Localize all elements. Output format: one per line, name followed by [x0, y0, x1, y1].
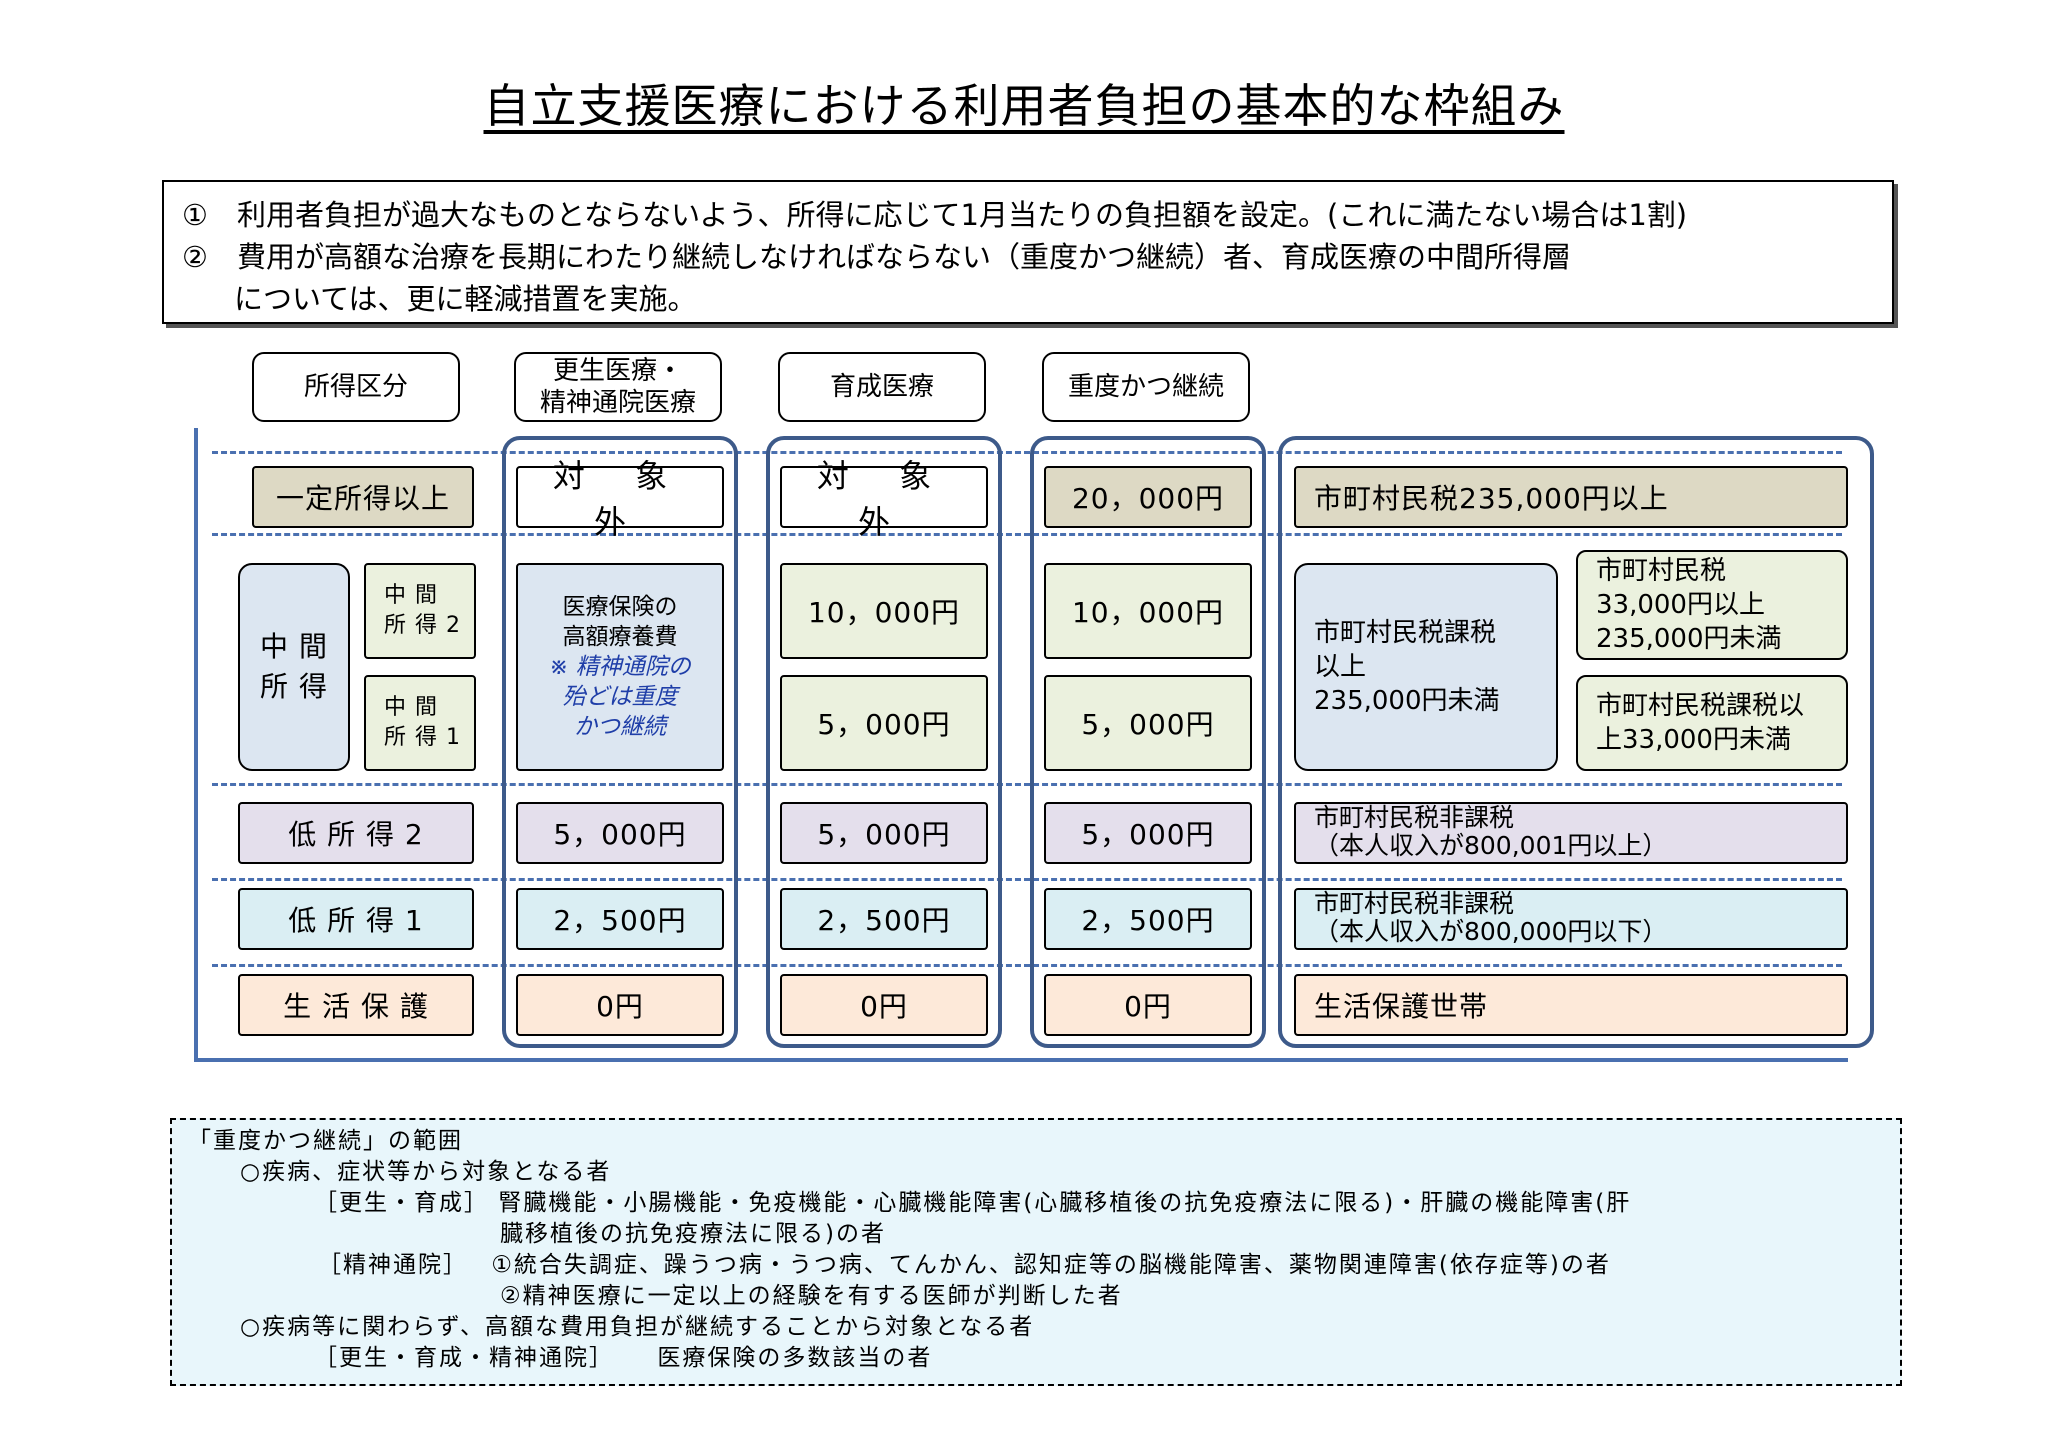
summary-note-box: ① 利用者負担が過大なものとならないよう、所得に応じて1月当たりの負担額を設定。… — [162, 180, 1894, 324]
criteria-middle-main: 市町村民税課税 以上 235,000円未満 — [1294, 563, 1558, 771]
row-separator-low1-welfare — [212, 964, 1842, 967]
column-frame-criteria — [1278, 436, 1874, 1048]
scope-kosei-text-1: 腎臓機能・小腸機能・免疫機能・心臓機能障害(心臓移植後の抗免疫療法に限る)・肝臓… — [498, 1190, 1632, 1216]
header-income-category: 所得区分 — [252, 352, 460, 422]
header-ikusei: 育成医療 — [778, 352, 986, 422]
header-ikusei-label: 育成医療 — [829, 372, 934, 402]
row-label-high-income: 一定所得以上 — [252, 466, 474, 528]
scope-item-1: ○疾病、症状等から対象となる者 — [240, 1159, 612, 1185]
row-separator-high-mid — [212, 533, 1842, 536]
chart-left-axis — [194, 428, 198, 1062]
chart-bottom-axis — [194, 1058, 1848, 1062]
scope-item-1-kosei: ［更生・育成］ 腎臓機能・小腸機能・免疫機能・心臓機能障害(心臓移植後の抗免疫療… — [188, 1188, 1900, 1219]
cell-welfare-judo: 0円 — [1044, 974, 1252, 1036]
criteria-low1-line1: 市町村民税非課税 — [1314, 889, 1515, 918]
scope-item-1-seishin: ［精神通院］ ①統合失調症、躁うつ病・うつ病、てんかん、認知症等の脳機能障害、薬… — [188, 1250, 1900, 1281]
cell-low1-kosei: 2，500円 — [516, 888, 724, 950]
row-separator-low2-low1 — [212, 878, 1842, 881]
criteria-low-income-2: 市町村民税非課税 （本人収入が800,001円以上） — [1294, 802, 1848, 864]
cell-mid2-judo: 10，000円 — [1044, 563, 1252, 659]
header-kosei-line1: 更生医療・ — [552, 356, 683, 386]
row-label-welfare: 生 活 保 護 — [238, 974, 474, 1036]
page-title: 自立支援医療における利用者負担の基本的な枠組み — [483, 79, 1565, 133]
kosei-middle-note: ※ 精神通院の 殆どは重度 かつ継続 — [549, 654, 691, 740]
cell-low2-kosei: 5，000円 — [516, 802, 724, 864]
column-frame-kosei — [502, 436, 738, 1048]
cell-welfare-ikusei: 0円 — [780, 974, 988, 1036]
scope-seishin-label: ［精神通院］ — [318, 1252, 468, 1278]
scope-heading: 「重度かつ継続」の範囲 — [188, 1128, 463, 1154]
criteria-high: 市町村民税235,000円以上 — [1294, 466, 1848, 528]
header-kosei-seishin: 更生医療・ 精神通院医療 — [514, 352, 722, 422]
severe-continuous-scope-box: 「重度かつ継続」の範囲 ○疾病、症状等から対象となる者 ［更生・育成］ 腎臓機能… — [170, 1118, 1902, 1386]
note-line-2: ② 費用が高額な治療を長期にわたり継続しなければならない（重度かつ継続）者、育成… — [182, 240, 1572, 274]
criteria-low2-line1: 市町村民税非課税 — [1314, 803, 1515, 832]
cell-low1-ikusei: 2，500円 — [780, 888, 988, 950]
cell-mid1-judo: 5，000円 — [1044, 675, 1252, 771]
cell-low2-judo: 5，000円 — [1044, 802, 1252, 864]
criteria-middle-1: 市町村民税課税以 上33,000円未満 — [1576, 675, 1848, 771]
scope-item-2-label: ［更生・育成・精神通院］ — [314, 1345, 614, 1371]
cell-high-ikusei: 対 象 外 — [780, 457, 988, 541]
criteria-welfare: 生活保護世帯 — [1294, 974, 1848, 1036]
cell-mid1-ikusei: 5，000円 — [780, 675, 988, 771]
scope-kosei-text-2: 臓移植後の抗免疫療法に限る)の者 — [500, 1221, 886, 1247]
row-separator-top — [212, 451, 1842, 454]
cell-welfare-kosei: 0円 — [516, 974, 724, 1036]
scope-item-2-text: 医療保険の多数該当の者 — [657, 1345, 933, 1371]
row-label-middle-2: 中 間 所 得 2 — [364, 563, 476, 659]
row-label-middle-1: 中 間 所 得 1 — [364, 675, 476, 771]
criteria-low-income-1: 市町村民税非課税 （本人収入が800,000円以下） — [1294, 888, 1848, 950]
cell-high-kosei: 対 象 外 — [516, 457, 724, 541]
scope-kosei-label: ［更生・育成］ — [314, 1190, 489, 1216]
column-frame-judo — [1030, 436, 1266, 1048]
scope-item-2: ○疾病等に関わらず、高額な費用負担が継続することから対象となる者 — [240, 1314, 1035, 1340]
scope-seishin-text-1: ①統合失調症、躁うつ病・うつ病、てんかん、認知症等の脳機能障害、薬物関連障害(依… — [491, 1252, 1611, 1278]
note-line-3: については、更に軽減措置を実施。 — [234, 282, 697, 316]
row-label-low-income-1: 低 所 得 1 — [238, 888, 474, 950]
criteria-low2-line2: （本人収入が800,001円以上） — [1314, 831, 1668, 860]
cell-mid2-ikusei: 10，000円 — [780, 563, 988, 659]
row-label-low-income-2: 低 所 得 2 — [238, 802, 474, 864]
header-judo-keizoku: 重度かつ継続 — [1042, 352, 1250, 422]
header-judo-label: 重度かつ継続 — [1067, 372, 1224, 402]
column-frame-ikusei — [766, 436, 1002, 1048]
header-kosei-line2: 精神通院医療 — [539, 388, 696, 418]
row-separator-mid-low2 — [212, 783, 1842, 786]
note-line-1: ① 利用者負担が過大なものとならないよう、所得に応じて1月当たりの負担額を設定。… — [182, 198, 1688, 232]
header-income-label: 所得区分 — [303, 372, 408, 402]
cell-high-judo: 20，000円 — [1044, 466, 1252, 528]
cell-low2-ikusei: 5，000円 — [780, 802, 988, 864]
criteria-low1-line2: （本人収入が800,000円以下） — [1314, 917, 1668, 946]
scope-seishin-text-2: ②精神医療に一定以上の経験を有する医師が判断した者 — [500, 1283, 1123, 1309]
cell-low1-judo: 2，500円 — [1044, 888, 1252, 950]
criteria-middle-2: 市町村民税 33,000円以上 235,000円未満 — [1576, 550, 1848, 660]
scope-item-2-detail: ［更生・育成・精神通院］ 医療保険の多数該当の者 — [188, 1343, 1900, 1374]
cell-middle-kosei: 医療保険の 高額療養費 ※ 精神通院の 殆どは重度 かつ継続 — [516, 563, 724, 771]
row-label-middle-income: 中 間 所 得 — [238, 563, 350, 771]
kosei-middle-text: 医療保険の 高額療養費 — [562, 594, 678, 650]
